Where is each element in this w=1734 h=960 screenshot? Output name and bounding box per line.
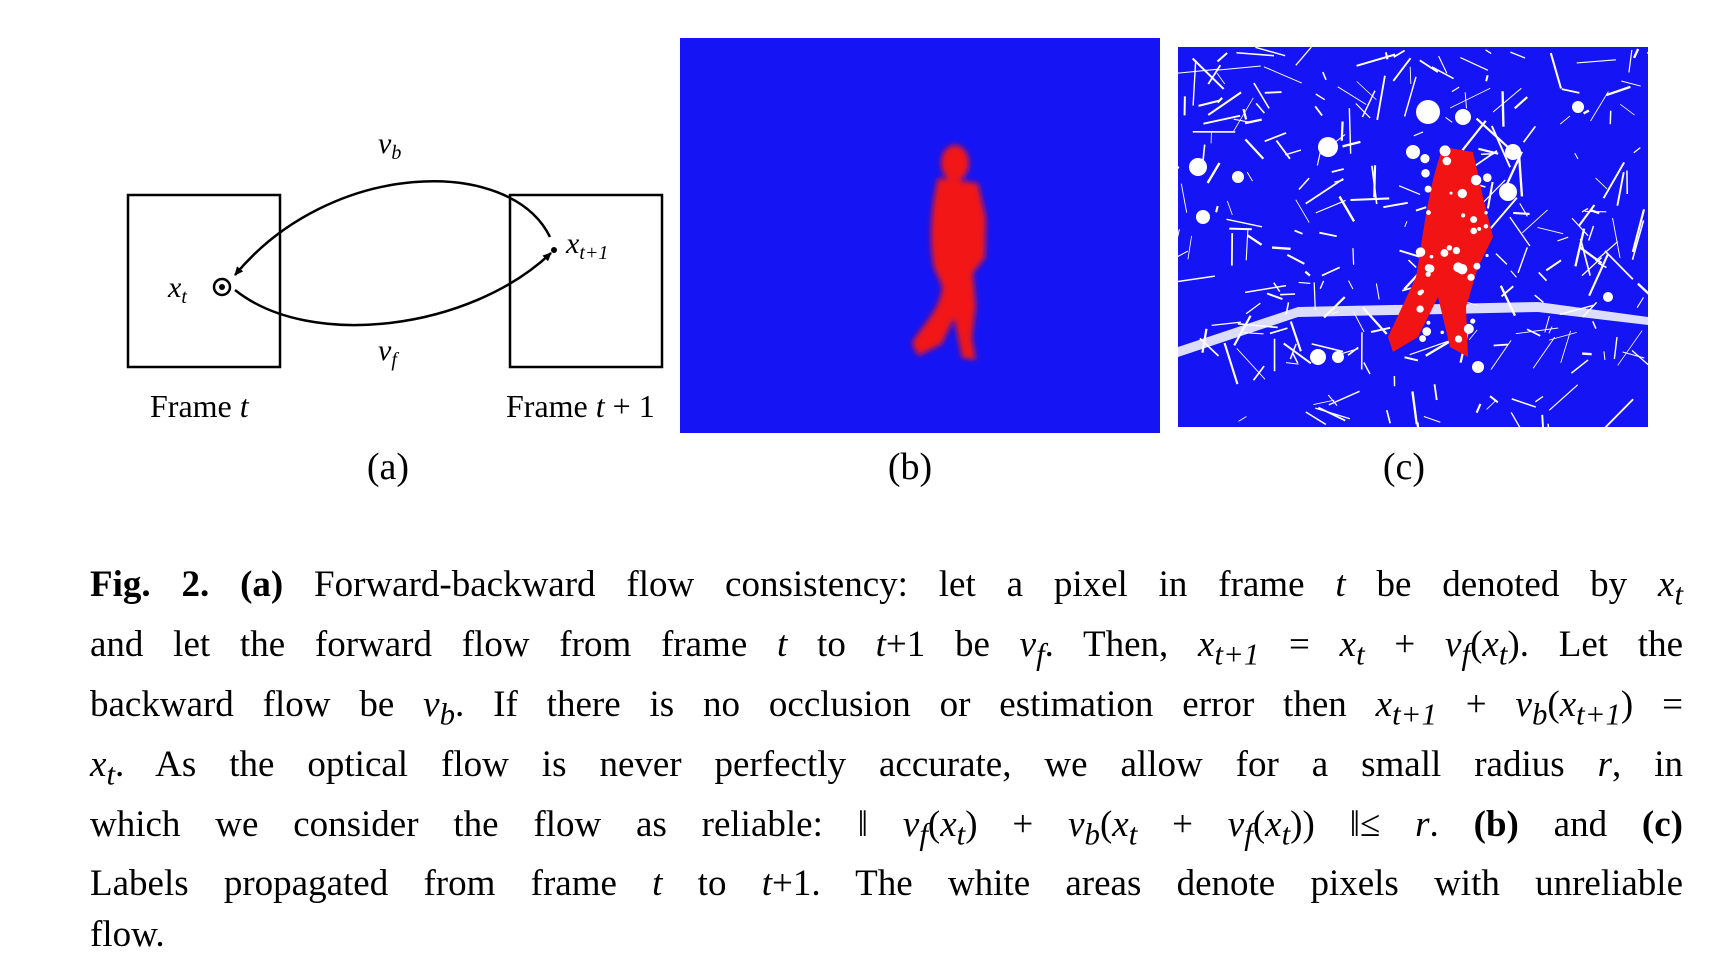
point-xt1 xyxy=(551,247,557,253)
label-xt: xt xyxy=(167,271,187,308)
caption-line-4: xt. As the optical flow is never perfect… xyxy=(90,740,1683,800)
frame-t1-box xyxy=(510,195,662,367)
label-frame-t1: Frame t + 1 xyxy=(506,388,655,424)
frame-t-box xyxy=(128,195,280,367)
caption-line-7: flow. xyxy=(90,910,1683,960)
label-vf: vf xyxy=(378,334,399,371)
caption-line-3: backward flow be vb. If there is no occl… xyxy=(90,680,1683,740)
caption-line-2: and let the forward flow from frame t to… xyxy=(90,620,1683,680)
caption-line-1: Fig. 2. (a) Forward-backward flow consis… xyxy=(90,560,1683,620)
caption-line-5: which we consider the flow as reliable: … xyxy=(90,800,1683,860)
label-xt1: xt+1 xyxy=(565,227,608,264)
sublabel-b: (b) xyxy=(888,445,932,489)
panel-b-label-map xyxy=(680,38,1160,433)
sublabel-c: (c) xyxy=(1383,445,1425,489)
caption-line-6: Labels propagated from frame t to t+1. T… xyxy=(90,859,1683,910)
label-vb: vb xyxy=(378,127,401,164)
figure-caption: Fig. 2. (a) Forward-backward flow consis… xyxy=(90,560,1683,960)
label-frame-t: Frame t xyxy=(150,388,250,424)
sublabel-a: (a) xyxy=(367,445,409,489)
panel-c-propagated-labels xyxy=(1178,47,1648,427)
backward-flow-arrow xyxy=(235,181,550,275)
panel-a-flow-diagram: xt xt+1 vb vf Frame t Frame t + 1 xyxy=(110,120,670,440)
forward-flow-arrow xyxy=(235,253,551,325)
caption-fig-label: Fig. 2. xyxy=(90,564,209,605)
point-xt xyxy=(219,284,225,290)
